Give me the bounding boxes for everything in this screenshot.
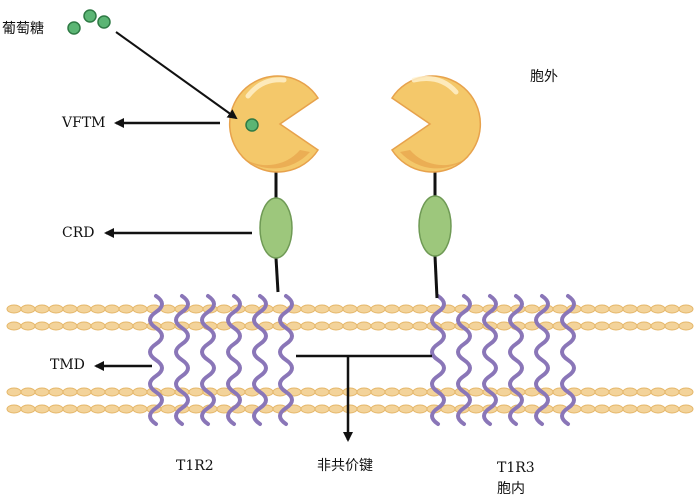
t1r2-label: T1R2	[176, 458, 214, 474]
t1r3-vftm	[390, 75, 482, 173]
vftm-label: VFTM	[62, 115, 106, 131]
glucose-molecules	[67, 9, 111, 35]
glucose-label: 葡萄糖	[2, 21, 44, 37]
crd-label: CRD	[62, 225, 95, 241]
noncovalent-bond-indicator	[296, 354, 432, 442]
tmd-label: TMD	[50, 357, 85, 373]
t1r3-crd	[418, 195, 452, 257]
t1r2-stalk-lower	[274, 257, 280, 293]
t1r3-transmembrane-helices	[430, 294, 576, 426]
t1r2-vftm	[228, 75, 320, 173]
noncovalent-bond-label: 非共价键	[317, 458, 373, 474]
intracellular-label: 胞内	[497, 481, 525, 497]
t1r3-stalk-lower	[433, 255, 439, 299]
membrane-bilayer	[6, 304, 694, 414]
bound-glucose	[245, 118, 259, 132]
t1r2-crd	[259, 197, 293, 259]
glucose-pointer-arrow	[115, 31, 238, 120]
extracellular-label: 胞外	[530, 69, 558, 85]
t1r2-transmembrane-helices	[148, 294, 294, 426]
t1r3-label: T1R3	[497, 460, 535, 476]
